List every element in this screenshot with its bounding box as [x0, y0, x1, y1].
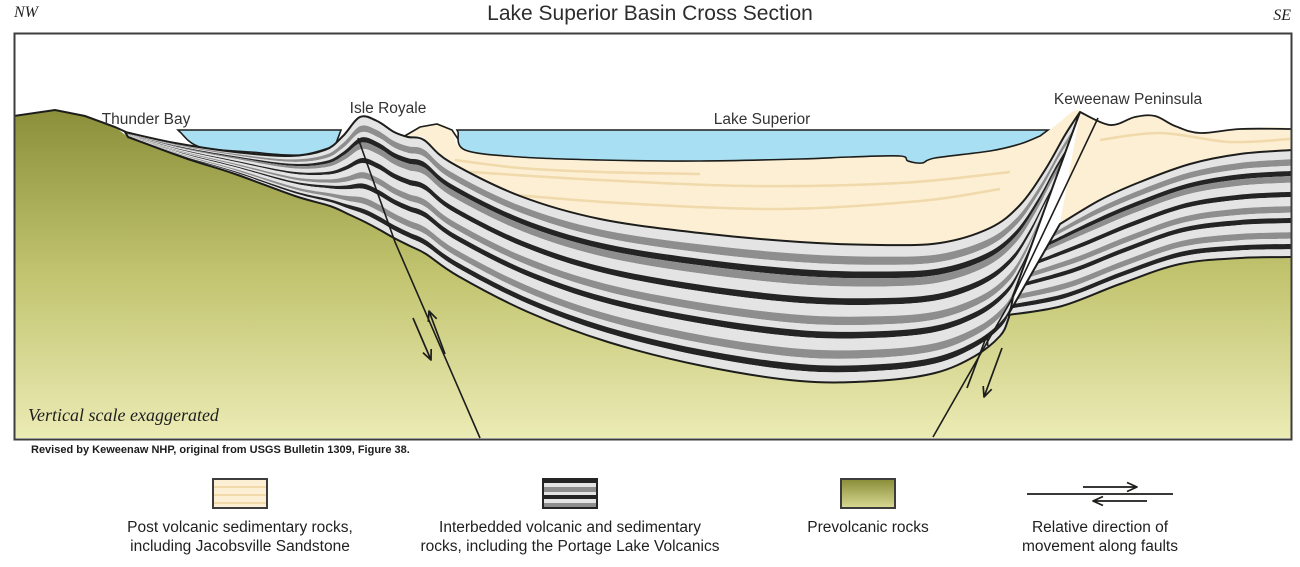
legend-text: Relative direction of — [1031, 519, 1169, 536]
postvolcanic-sediment — [402, 109, 1291, 246]
page-title: Lake Superior Basin Cross Section — [487, 2, 813, 25]
legend-item-interbedded: Interbedded volcanic and sedimentary roc… — [390, 478, 750, 556]
lake-water — [176, 129, 1051, 164]
legend-text: Post volcanic sedimentary rocks, — [127, 519, 353, 536]
postvolcanic-swatch — [212, 478, 268, 509]
dune-outline — [402, 123, 461, 143]
legend-label-prevolcanic: Prevolcanic rocks — [770, 518, 966, 537]
legend-text: rocks, including the Portage Lake Volcan… — [420, 538, 720, 555]
legend-label-postvolcanic: Post volcanic sedimentary rocks, includi… — [75, 518, 405, 556]
legend-text: Prevolcanic rocks — [807, 519, 929, 536]
prevolcanic-swatch — [840, 478, 896, 509]
label-keweenaw-peninsula: Keweenaw Peninsula — [1053, 91, 1203, 108]
band-outline — [124, 111, 1081, 384]
fault-isle-royale — [357, 137, 481, 439]
legend-text: Interbedded volcanic and sedimentary — [439, 519, 701, 536]
vertical-scale-note: Vertical scale exaggerated — [28, 405, 219, 425]
label-lake-superior: Lake Superior — [713, 111, 811, 128]
sediment-wave-line — [454, 158, 701, 176]
direction-label-se: SE — [1273, 7, 1291, 24]
nw-land-surface-line — [15, 108, 129, 134]
legend-text: including Jacobsville Sandstone — [130, 538, 350, 555]
band-outline — [1007, 149, 1291, 316]
volcanic-band-main — [124, 111, 1081, 384]
sediment-wave-line — [469, 170, 1011, 188]
sediment-wave-line — [479, 187, 1001, 211]
water-main — [455, 129, 1051, 164]
legend-item-fault: Relative direction of movement along fau… — [1000, 478, 1200, 556]
label-thunder-bay: Thunder Bay — [101, 111, 191, 128]
label-isle-royale: Isle Royale — [349, 100, 427, 117]
fault-arrows-icon — [1000, 478, 1200, 509]
sediment-wave-line — [1099, 131, 1291, 144]
volcanic-band-se — [1007, 149, 1291, 316]
section-box-border — [13, 32, 1293, 441]
direction-label-nw: NW — [14, 4, 38, 21]
legend-item-prevolcanic: Prevolcanic rocks — [770, 478, 966, 537]
legend-text: movement along faults — [1022, 538, 1178, 555]
legend-item-postvolcanic: Post volcanic sedimentary rocks, includi… — [75, 478, 405, 556]
legend-label-interbedded: Interbedded volcanic and sedimentary roc… — [390, 518, 750, 556]
se-surface-line — [1079, 111, 1291, 134]
prevolcanic-body — [15, 108, 1291, 438]
fault-keweenaw — [932, 117, 1099, 438]
section-layers — [15, 108, 1291, 439]
credit-line: Revised by Keweenaw NHP, original from U… — [31, 444, 410, 456]
legend-label-fault: Relative direction of movement along fau… — [1000, 518, 1200, 556]
cross-section-diagram — [13, 32, 1293, 441]
interbedded-swatch — [542, 478, 598, 509]
